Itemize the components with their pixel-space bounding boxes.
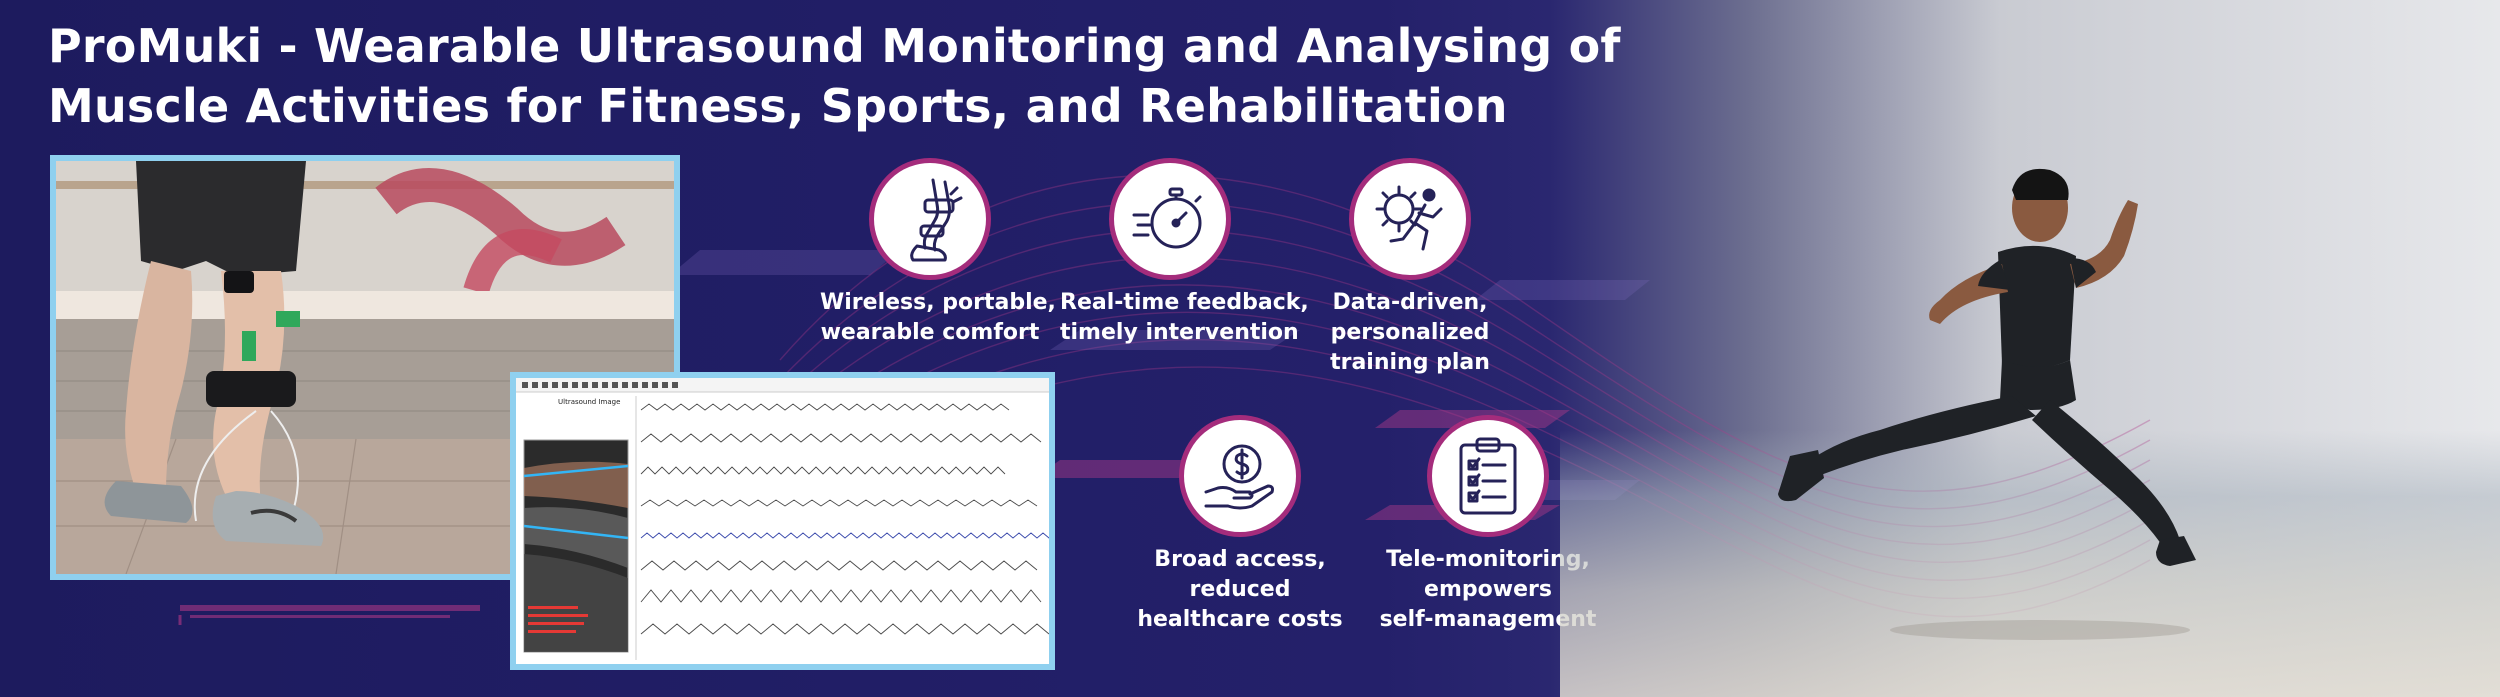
feature-access-line-2: reduced: [1189, 577, 1291, 602]
clipboard-checklist-icon: [1427, 415, 1549, 537]
leg-sensor-photo: [50, 155, 680, 580]
page-title: ProMuki - Wearable Ultrasound Monitoring…: [48, 16, 1621, 136]
software-window: [516, 378, 1049, 660]
feature-realtime-line-2: timely intervention: [1060, 320, 1299, 345]
feature-access-line-1: Broad access,: [1154, 547, 1326, 572]
feature-access: Broad access, reduced healthcare costs: [1130, 415, 1350, 635]
feature-telemonitoring: Tele-monitoring, empowers self-managemen…: [1378, 415, 1598, 635]
dollar-hand-icon: [1179, 415, 1301, 537]
feature-wireless-line-2: wearable comfort: [820, 320, 1040, 345]
feature-telemonitoring-line-2: empowers: [1424, 577, 1552, 602]
title-line-2: Muscle Activities for Fitness, Sports, a…: [48, 79, 1508, 133]
feature-wireless-line-1: Wireless, portable,: [820, 290, 1056, 315]
gear-runner-icon: [1349, 158, 1471, 280]
feature-access-line-3: healthcare costs: [1137, 607, 1343, 632]
beach-background: [1560, 430, 2500, 697]
knee-sensor-icon: [869, 158, 991, 280]
software-screenshot: Ultrasound Image: [510, 372, 1055, 670]
runner-photo: [1778, 168, 2196, 640]
feature-telemonitoring-line-1: Tele-monitoring,: [1386, 547, 1590, 572]
feature-datadriven: Data-driven, personalized training plan: [1300, 158, 1520, 378]
feature-datadriven-line-2: personalized: [1330, 320, 1490, 345]
feature-wireless: Wireless, portable, wearable comfort: [820, 158, 1056, 348]
feature-datadriven-line-1: Data-driven,: [1332, 290, 1488, 315]
feature-realtime-line-1: Real-time feedback,: [1060, 290, 1309, 315]
feature-datadriven-line-3: training plan: [1330, 350, 1490, 375]
feature-realtime: Real-time feedback, timely intervention: [1060, 158, 1309, 348]
stopwatch-icon: [1109, 158, 1231, 280]
ultrasound-panel-title: Ultrasound Image: [558, 398, 621, 406]
title-line-1: ProMuki - Wearable Ultrasound Monitoring…: [48, 19, 1621, 73]
